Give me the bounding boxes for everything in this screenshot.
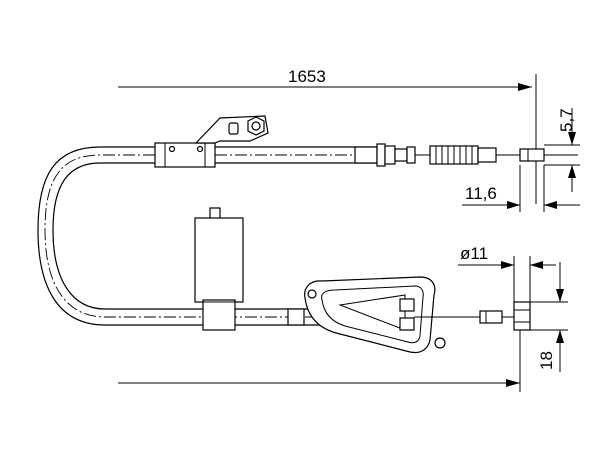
end-length-dimension: 11,6 [462, 165, 580, 212]
diameter-label: ø11 [460, 244, 488, 263]
offset-top-label: 5,7 [557, 108, 576, 132]
bottom-end-fitting [414, 301, 531, 331]
overall-length-label: 1653 [288, 67, 326, 86]
offset-bottom-dimension: 18 [530, 262, 568, 372]
cable-sheath [37, 146, 205, 326]
overall-length-dimension: 1653 [118, 67, 537, 204]
cable-clip [194, 207, 244, 331]
spring [429, 145, 479, 165]
diameter-dimension: ø11 [458, 244, 556, 302]
triangle-bracket [304, 276, 446, 354]
top-end-fitting [354, 143, 545, 167]
bottom-dimension-line [118, 330, 521, 392]
end-length-label: 11,6 [465, 184, 497, 203]
mounting-bracket [154, 115, 269, 168]
ferrule [287, 308, 305, 326]
offset-bottom-label: 18 [537, 351, 556, 370]
offset-top-dimension: 5,7 [544, 108, 580, 192]
